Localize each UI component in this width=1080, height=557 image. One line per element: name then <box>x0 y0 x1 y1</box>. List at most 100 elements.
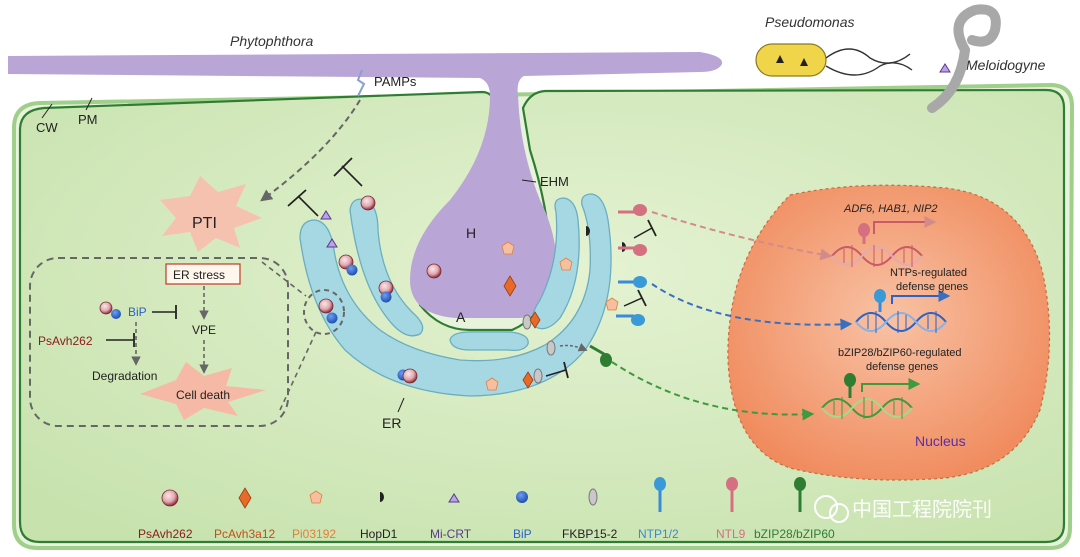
mi-crt-icon <box>326 238 338 248</box>
pcavh3a12-icon <box>522 371 534 389</box>
fkbp15-2-icon <box>546 340 556 356</box>
legend-psavh262-icon <box>161 489 179 507</box>
psavh262-inset-label: PsAvh262 <box>38 334 93 348</box>
inset-focus-ring <box>303 289 345 335</box>
bzip-icon <box>600 353 612 367</box>
wechat-icon-2 <box>829 503 849 523</box>
fkbp15-2-icon <box>533 368 543 384</box>
pm-label: PM <box>78 112 98 127</box>
cw-label: CW <box>36 120 58 135</box>
legend-bzip-icon <box>794 477 806 491</box>
inhibit-fkbp <box>545 369 567 377</box>
inhibit-pti-1 <box>297 195 319 217</box>
legend-fkbp15-2-label: FKBP15-2 <box>562 527 618 541</box>
er-stress-inset <box>29 257 289 427</box>
ntp-genes-line2: defense genes <box>896 281 969 293</box>
legend-fkbp15-2-icon <box>588 488 598 506</box>
psavh262-icon <box>99 301 113 315</box>
hopd1-icon <box>586 226 590 236</box>
bip-icon <box>111 309 121 319</box>
legend: PsAvh262 PcAvh3a12 Pi03192 HopD1 Mi-CRT … <box>138 477 835 541</box>
er-label: ER <box>382 415 401 431</box>
legend-bip-icon <box>516 491 528 503</box>
legend-ntl9-icon <box>726 477 738 491</box>
er-stress-box <box>165 263 241 285</box>
pi03192-icon <box>605 297 619 311</box>
legend-pi03192-icon <box>309 490 323 504</box>
bzip-stem <box>589 344 605 356</box>
inhibit-pti-2 <box>341 165 363 187</box>
ntp12-bound-icon <box>874 289 886 303</box>
pseudomonas-effector-icon-2 <box>800 58 808 66</box>
pseudomonas-flagellum-2 <box>825 62 913 76</box>
dna-helix-bzip-a <box>855 311 947 333</box>
arrow-ntl9-nucleus <box>651 211 833 261</box>
arrow-pamps-pti <box>260 99 361 202</box>
ntp-gene-names: ADF6, HAB1, NIP2 <box>843 203 938 215</box>
ntp12-icon <box>631 314 645 326</box>
watermark: 中国工程院院刊 <box>814 495 992 523</box>
psavh262-icon <box>402 368 418 384</box>
ntp12-icon <box>633 276 647 288</box>
bzip-bound-icon <box>844 373 856 387</box>
dna-helix-bzip-b <box>821 397 913 419</box>
pamps-icon <box>356 69 366 97</box>
pcavh3a12-icon <box>529 311 541 329</box>
mi-crt-icon <box>939 63 951 73</box>
pi03192-icon <box>559 257 573 271</box>
legend-ntl9-label: NTL9 <box>716 527 746 541</box>
legend-bip-label: BiP <box>513 527 532 541</box>
legend-ntp12-label: NTP1/2 <box>638 527 679 541</box>
pcavh3a12-icon <box>503 275 517 297</box>
legend-psavh262-label: PsAvh262 <box>138 527 193 541</box>
arrow-bzip-nucleus <box>611 361 815 421</box>
legend-hopd1-icon <box>380 492 384 502</box>
inset-connector-top <box>261 261 307 297</box>
inhibit-pti-1-bar <box>287 189 307 207</box>
bip-icon <box>346 264 358 276</box>
inhibit-ntl9-bar <box>647 219 657 237</box>
inhibit-pti-2-bar <box>333 157 353 177</box>
er-cisterna-4 <box>449 331 529 352</box>
arrow-ntp-nucleus <box>651 283 853 331</box>
ntl9-bound-icon <box>858 223 870 237</box>
wechat-icon <box>814 495 838 519</box>
pseudomonas-flagellum <box>825 48 911 64</box>
inhibit-ntl9 <box>633 227 653 239</box>
bip-label: BiP <box>128 305 147 319</box>
watermark-text: 中国工程院院刊 <box>852 498 992 521</box>
legend-mi-crt-label: Mi-CRT <box>430 527 472 541</box>
pseudomonas-bacterium <box>755 43 827 77</box>
ntp-genes-line1: NTPs-regulated <box>890 267 967 279</box>
haustorium-label: H <box>466 225 476 241</box>
legend-pcavh3a12-icon <box>238 487 252 509</box>
degradation-label: Degradation <box>92 369 157 383</box>
fkbp15-2-icon <box>522 314 532 330</box>
arrow-fkbp-bzip <box>559 343 588 352</box>
bzip-gene-arrow-a <box>891 290 951 304</box>
cell-death-label: Cell death <box>176 388 230 402</box>
pamps-label: PAMPs <box>374 74 417 89</box>
cw-pointer <box>41 103 53 119</box>
mi-crt-icon <box>320 210 332 220</box>
pseudomonas-effector-icon <box>776 55 784 63</box>
legend-hopd1-label: HopD1 <box>360 527 398 541</box>
legend-ntp12-icon <box>654 477 666 491</box>
cell-death-burst <box>140 362 266 420</box>
nucleus-label: Nucleus <box>915 433 966 449</box>
pm-pointer <box>85 97 93 111</box>
bzip-gene-arrow-b <box>861 378 921 392</box>
legend-pcavh3a12-label: PcAvh3a12 <box>214 527 275 541</box>
er-cisterna-3 <box>531 197 580 330</box>
dna-helix-ntp <box>831 245 923 267</box>
vpe-label: VPE <box>192 323 216 337</box>
pseudomonas-label: Pseudomonas <box>765 14 855 30</box>
inhibit-ntp <box>623 297 643 307</box>
apoplast-label: A <box>456 309 466 325</box>
ntp-gene-arrow <box>873 216 937 234</box>
inhibit-fkbp-bar <box>563 361 569 379</box>
meloidogyne-nematode <box>953 4 1001 55</box>
ntl9-icon <box>633 244 647 256</box>
pti-burst <box>160 176 262 252</box>
